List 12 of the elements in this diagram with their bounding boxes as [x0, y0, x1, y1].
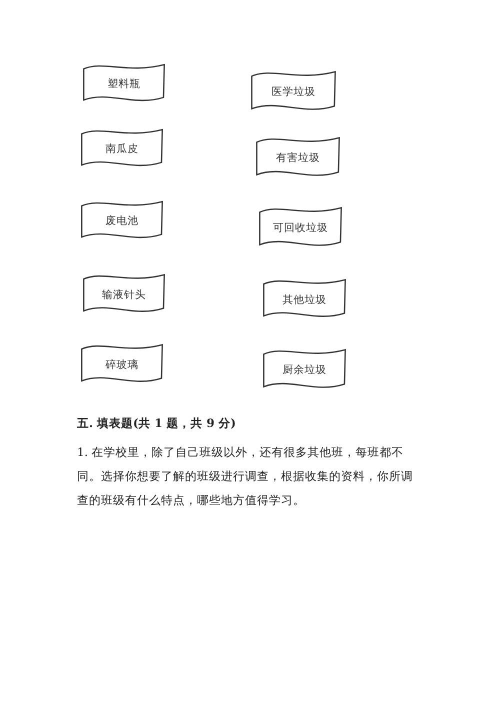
flag-label: 碎玻璃 [106, 358, 138, 372]
flag-label: 有害垃圾 [276, 151, 320, 165]
flag-label: 废电池 [106, 214, 138, 228]
flag-label: 输液针头 [102, 288, 146, 302]
flag-label: 厨余垃圾 [282, 363, 326, 377]
flag-label: 南瓜皮 [106, 142, 138, 156]
flag-label: 塑料瓶 [108, 77, 140, 91]
flag-label: 医学垃圾 [272, 85, 316, 99]
question-text: 1. 在学校里，除了自己班级以外，还有很多其他班，每班都不同。选择你想要了解的班级进行调查，根据收集的资料，你所调查的班级有什么特点，哪些地方值得学习。 [77, 444, 414, 509]
section-heading: 五. 填表题(共 1 题，共 9 分) [77, 416, 236, 431]
flag-label: 可回收垃圾 [273, 221, 328, 235]
flag-label: 其他垃圾 [282, 292, 326, 306]
